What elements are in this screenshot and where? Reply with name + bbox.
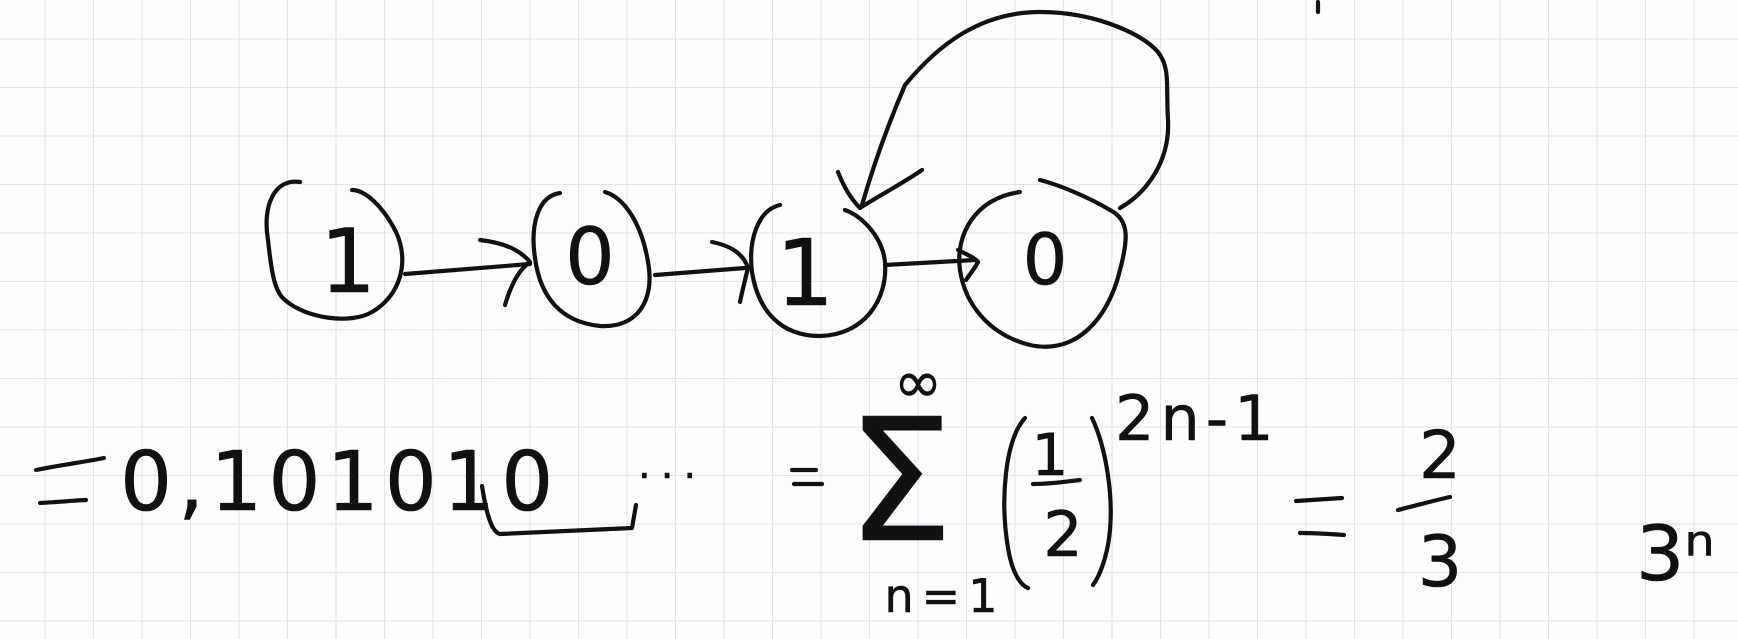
binary-expansion: 0,101010 (120, 435, 559, 530)
fraction-bar (1030, 477, 1083, 487)
transition-arrow-1-2 (402, 237, 533, 308)
result-fraction: 2 3 (1395, 417, 1463, 603)
transition-arrow-2-3 (652, 239, 751, 305)
equation: 0,101010 ... ∞ Σ n=1 1 2 2n-1 (33, 348, 1715, 624)
left-parenthesis (1002, 415, 1031, 591)
equals-sign-3 (1293, 495, 1347, 538)
state-node-3: 1 (749, 202, 888, 339)
transition-loop-4-3 (835, 9, 1171, 211)
right-parenthesis (1089, 415, 1113, 588)
exponent: 2n-1 (1115, 382, 1280, 455)
result-fraction-bar (1395, 494, 1453, 513)
equals-sign-1 (33, 455, 107, 506)
sum-upper-limit: ∞ (894, 348, 942, 416)
state-output-2: 0 (565, 213, 615, 303)
fraction-numerator: 1 (1032, 421, 1069, 489)
state-diagram: 1 0 1 0 (264, 9, 1171, 349)
state-node-1: 1 (264, 179, 405, 321)
sum-lower-limit: n=1 (885, 569, 1006, 623)
state-output-1: 1 (320, 210, 376, 313)
parenthesized-fraction: 1 2 (1002, 415, 1113, 591)
transition-arrow-3-4 (882, 247, 981, 283)
fraction-denominator: 2 (1043, 498, 1082, 571)
equals-sign-2 (789, 467, 825, 487)
ellipsis: ... (638, 442, 706, 488)
state-output-4: 0 (1023, 219, 1068, 301)
result-numerator: 2 (1419, 417, 1461, 494)
state-node-4: 0 (957, 177, 1128, 349)
result-denominator: 3 (1418, 521, 1463, 603)
repeating-block-underline (479, 483, 639, 537)
state-output-3: 1 (776, 220, 835, 327)
state-node-2: 0 (531, 189, 652, 329)
summation: ∞ Σ n=1 (846, 348, 1006, 624)
trailing-term: 3ⁿ (1636, 509, 1715, 598)
sum-symbol: Σ (846, 383, 953, 581)
